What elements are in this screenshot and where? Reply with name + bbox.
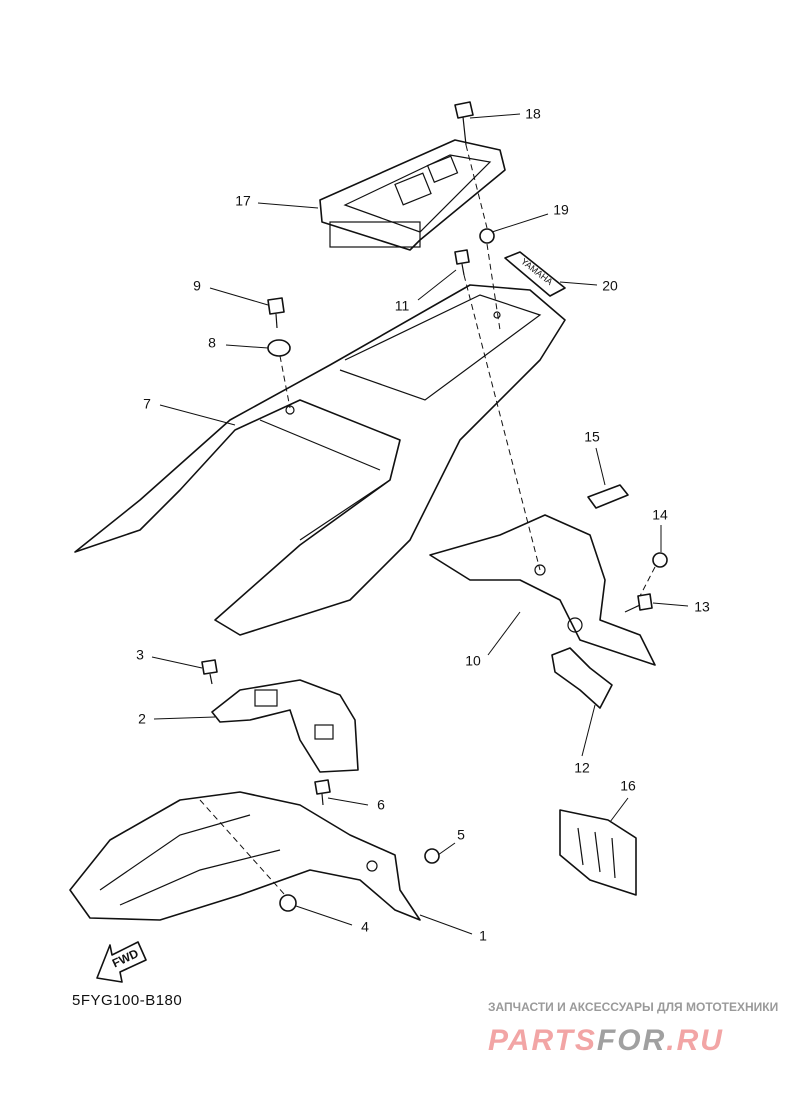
callout-3: 3: [136, 647, 144, 663]
part-17-carrier[interactable]: [319, 139, 506, 251]
callout-2: 2: [138, 711, 146, 727]
logo-for: FOR: [596, 1024, 667, 1057]
callout-11: 11: [395, 298, 410, 314]
callout-6: 6: [377, 797, 385, 813]
part-11-bolt[interactable]: [454, 249, 470, 276]
part-9-bolt[interactable]: [267, 297, 285, 329]
part-19-grommet[interactable]: [479, 228, 495, 244]
callout-15: 15: [584, 429, 600, 445]
part-15-reflector[interactable]: [587, 484, 629, 509]
part-6-bolt[interactable]: [314, 779, 331, 806]
callout-1: 1: [479, 928, 487, 944]
callout-5: 5: [457, 827, 465, 843]
callout-18: 18: [525, 106, 541, 122]
part-3-bolt[interactable]: [201, 659, 218, 685]
callout-10: 10: [465, 653, 481, 669]
callout-7: 7: [143, 396, 151, 412]
part-8-grommet[interactable]: [267, 339, 291, 357]
callout-leaders: [151, 113, 689, 935]
logo-parts: PARTS: [488, 1024, 597, 1057]
callout-numbers: 1 2 3 4 5 6 7 8 9 10 11 12 13 14 15 16 1…: [136, 106, 710, 944]
part-16-reflector[interactable]: [559, 809, 637, 896]
part-18-bolt[interactable]: [454, 101, 474, 146]
part-10-rear-bracket[interactable]: [429, 514, 656, 666]
callout-14: 14: [652, 507, 668, 523]
callout-17: 17: [235, 193, 251, 209]
callout-13: 13: [694, 599, 710, 615]
part-2-front-bracket[interactable]: [211, 679, 359, 773]
part-14-nut[interactable]: [652, 552, 668, 568]
part-5-grommet[interactable]: [424, 848, 440, 864]
callout-20: 20: [602, 278, 618, 294]
callout-4: 4: [361, 919, 369, 935]
callout-19: 19: [553, 202, 569, 218]
callout-12: 12: [574, 760, 590, 776]
watermark-tagline: ЗАПЧАСТИ И АКСЕССУАРЫ ДЛЯ МОТОТЕХНИКИ: [488, 1000, 779, 1014]
alignment-lines: [199, 144, 656, 896]
diagram-code: 5FYG100-B180: [72, 992, 183, 1009]
watermark-logo: PARTSFOR.RU: [488, 1024, 724, 1058]
part-7-rear-fender[interactable]: [74, 284, 566, 636]
callout-9: 9: [193, 278, 201, 294]
part-1-front-fender[interactable]: [69, 791, 421, 921]
callout-16: 16: [620, 778, 636, 794]
part-12-plate[interactable]: [551, 647, 613, 709]
part-13-bolt[interactable]: [624, 593, 653, 613]
logo-ru: .RU: [666, 1024, 724, 1057]
callout-8: 8: [208, 335, 216, 351]
part-4-nut[interactable]: [279, 894, 297, 912]
fwd-arrow-icon: FWD: [96, 941, 147, 983]
